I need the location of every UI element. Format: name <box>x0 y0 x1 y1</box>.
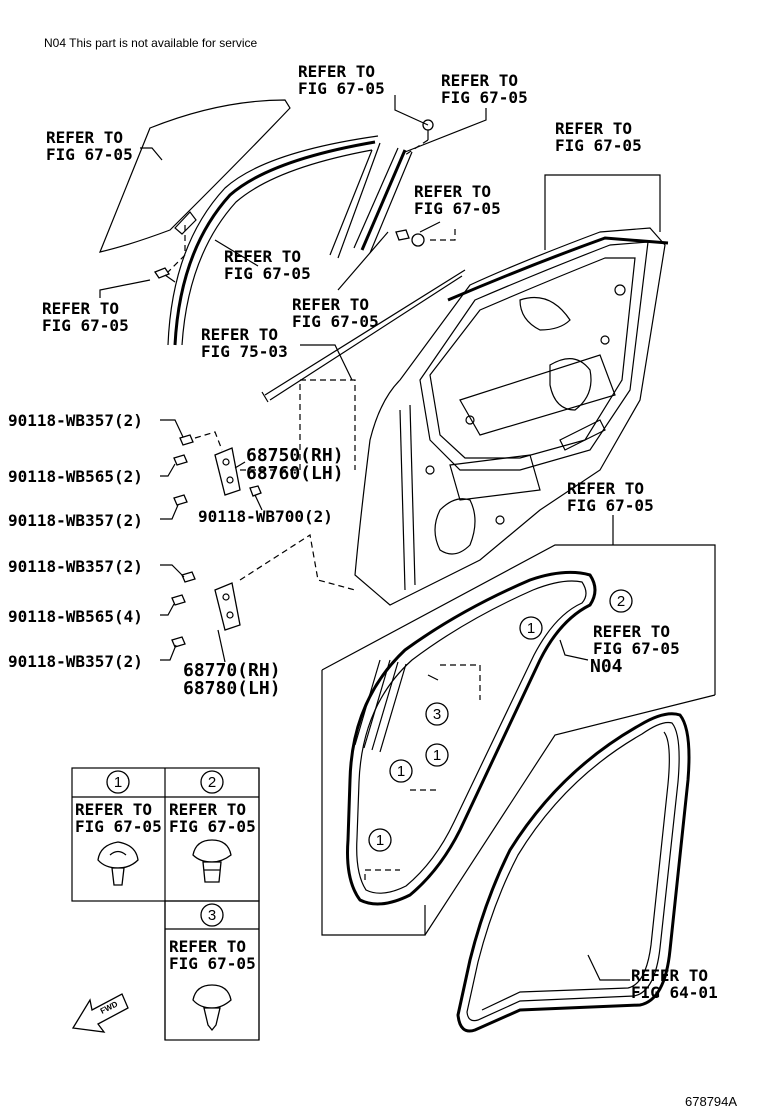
svg-text:REFER TO: REFER TO <box>169 937 246 956</box>
svg-text:FIG 67-05: FIG 67-05 <box>441 88 528 107</box>
svg-text:REFER TO: REFER TO <box>75 800 152 819</box>
svg-text:3: 3 <box>433 706 441 723</box>
refer-label: REFER TO FIG 67-05 <box>567 479 654 515</box>
part-number-label: 90118-WB357(2) <box>8 511 143 530</box>
legend-cell-2-text: REFER TO FIG 67-05 <box>169 800 256 836</box>
clip-legend-table <box>71 767 260 1041</box>
rear-door-panel <box>354 227 666 606</box>
division-bar <box>353 147 413 254</box>
legend-cell-1-text: REFER TO FIG 67-05 <box>75 800 162 836</box>
svg-text:REFER TO: REFER TO <box>201 325 278 344</box>
door-weatherstrip <box>346 570 597 906</box>
fwd-arrow-icon: FWD <box>71 993 129 1033</box>
svg-text:REFER TO: REFER TO <box>46 128 123 147</box>
refer-label: REFER TO FIG 67-05 <box>298 62 385 98</box>
refer-label: REFER TO FIG 67-05 <box>414 182 501 218</box>
upper-hinge-bolts <box>173 434 262 506</box>
svg-text:FIG 67-05: FIG 67-05 <box>224 264 311 283</box>
svg-text:2: 2 <box>617 593 625 610</box>
svg-text:REFER TO: REFER TO <box>593 622 670 641</box>
svg-text:FIG 67-05: FIG 67-05 <box>593 639 680 658</box>
refer-label: REFER TO FIG 67-05 <box>42 299 129 335</box>
svg-text:FIG 75-03: FIG 75-03 <box>201 342 288 361</box>
svg-text:FIG 67-05: FIG 67-05 <box>567 496 654 515</box>
callout-circle: 1 <box>389 759 413 783</box>
svg-text:REFER TO: REFER TO <box>169 800 246 819</box>
svg-text:1: 1 <box>527 620 535 637</box>
part-number-label: 90118-WB357(2) <box>8 652 143 671</box>
svg-text:3: 3 <box>208 907 216 924</box>
clip-3-icon <box>192 984 232 1032</box>
svg-text:1: 1 <box>376 832 384 849</box>
lower-hinge-bolts <box>171 571 196 648</box>
svg-text:1: 1 <box>114 774 122 791</box>
refer-label: REFER TO FIG 75-03 <box>201 325 288 361</box>
refer-label: REFER TO FIG 67-05 <box>292 295 379 331</box>
part-number-label: 90118-WB357(2) <box>8 557 143 576</box>
clip-2-icon <box>192 839 232 883</box>
svg-text:REFER TO: REFER TO <box>224 247 301 266</box>
part-number-label: 90118-WB565(2) <box>8 467 143 486</box>
svg-text:FIG 67-05: FIG 67-05 <box>298 79 385 98</box>
callout-circle: 3 <box>200 903 224 927</box>
svg-text:FIG 67-05: FIG 67-05 <box>46 145 133 164</box>
glass-run-channel <box>167 135 381 346</box>
clip-1-icon <box>97 841 139 886</box>
svg-text:REFER TO: REFER TO <box>631 966 708 985</box>
svg-text:REFER TO: REFER TO <box>414 182 491 201</box>
refer-label: REFER TO FIG 64-01 <box>631 966 718 1002</box>
callout-circle: 1 <box>519 616 543 640</box>
svg-text:FIG 67-05: FIG 67-05 <box>169 954 256 973</box>
part-number-label: 90118-WB565(4) <box>8 607 143 626</box>
callout-circle: 1 <box>425 743 449 767</box>
hinge-lower-lh-label: 68780(LH) <box>183 678 281 699</box>
refer-label: REFER TO FIG 67-05 <box>441 71 528 107</box>
svg-text:REFER TO: REFER TO <box>292 295 369 314</box>
upper-hinge <box>214 447 241 496</box>
n04-label: N04 <box>590 656 623 677</box>
svg-text:FIG 67-05: FIG 67-05 <box>414 199 501 218</box>
refer-label: REFER TO FIG 67-05 <box>593 622 680 658</box>
callout-circle: 1 <box>106 770 130 794</box>
refer-label: REFER TO FIG 67-05 <box>224 247 311 283</box>
svg-text:2: 2 <box>208 774 216 791</box>
screw-bolt <box>395 229 425 247</box>
svg-text:FIG 67-05: FIG 67-05 <box>292 312 379 331</box>
svg-text:REFER TO: REFER TO <box>441 71 518 90</box>
callout-circle: 2 <box>609 589 633 613</box>
callout-circle: 2 <box>200 770 224 794</box>
svg-text:1: 1 <box>433 747 441 764</box>
door-glass <box>99 99 291 253</box>
svg-text:REFER TO: REFER TO <box>567 479 644 498</box>
svg-text:FIG 64-01: FIG 64-01 <box>631 983 718 1002</box>
part-number-label: 90118-WB700(2) <box>198 507 333 526</box>
belt-moulding <box>261 269 466 403</box>
svg-text:REFER TO: REFER TO <box>555 119 632 138</box>
svg-text:FIG 67-05: FIG 67-05 <box>75 817 162 836</box>
refer-label: REFER TO FIG 67-05 <box>46 128 133 164</box>
hinge-lower-rh-label: 68770(RH) <box>183 660 281 681</box>
part-number-label: 90118-WB357(2) <box>8 411 143 430</box>
svg-text:REFER TO: REFER TO <box>298 62 375 81</box>
figure-id: 678794A <box>685 1094 737 1109</box>
callout-circle: 3 <box>425 702 449 726</box>
hinge-upper-rh-label: 68750(RH) <box>246 445 344 466</box>
svg-text:FIG 67-05: FIG 67-05 <box>169 817 256 836</box>
header-note: N04 This part is not available for servi… <box>44 36 258 50</box>
hinge-upper-lh-label: 68760(LH) <box>246 463 344 484</box>
lower-hinge <box>214 582 241 631</box>
legend-cell-3-text: REFER TO FIG 67-05 <box>169 937 256 973</box>
svg-text:FIG 67-05: FIG 67-05 <box>42 316 129 335</box>
callout-circle: 1 <box>368 828 392 852</box>
svg-text:REFER TO: REFER TO <box>42 299 119 318</box>
svg-text:FIG 67-05: FIG 67-05 <box>555 136 642 155</box>
svg-text:1: 1 <box>397 763 405 780</box>
refer-label: REFER TO FIG 67-05 <box>555 119 642 155</box>
opening-weatherstrip <box>456 712 691 1033</box>
glass-bolt <box>154 267 176 283</box>
